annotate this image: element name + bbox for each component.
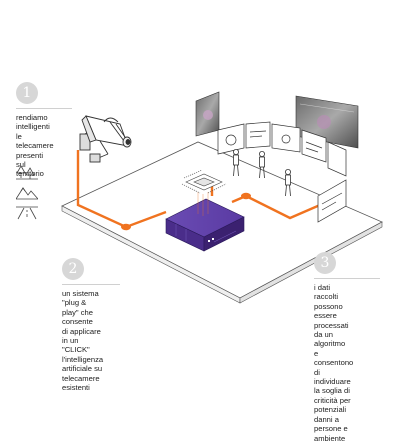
dashboard-panels [217, 121, 347, 223]
step-3-divider [314, 278, 380, 279]
step-2-text: un sistema "plug & play" che consente di… [62, 289, 104, 393]
upload-beams [197, 192, 209, 216]
step-3-text: i dati raccolti possono essere processat… [314, 283, 354, 443]
mountain-icon [16, 187, 38, 200]
step-2-number-badge: 2 [62, 258, 84, 280]
security-camera-icon [79, 115, 132, 163]
operator-figures [232, 148, 291, 197]
road-icon [16, 206, 38, 220]
step-1-divider [16, 108, 72, 109]
edge-server [165, 198, 245, 252]
tree-icon [16, 165, 38, 180]
cable-nodes [121, 192, 251, 231]
step-2-divider [62, 284, 120, 285]
chip-icon [181, 169, 227, 194]
step-1-icons [16, 164, 38, 224]
platform-diagram [61, 91, 383, 304]
step-1-number-badge: 1 [16, 82, 38, 104]
step-1-text: rendiamo intelligenti le telecamere pres… [16, 113, 54, 179]
step-3-number-badge: 3 [314, 252, 336, 274]
